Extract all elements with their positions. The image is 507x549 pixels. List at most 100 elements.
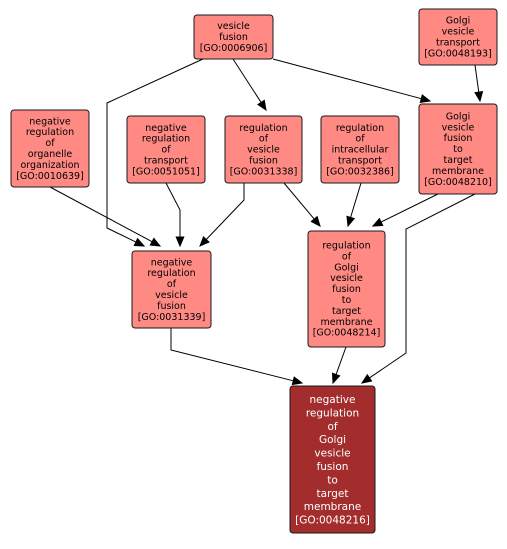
term-box[interactable] xyxy=(10,109,90,188)
term-name-line: Golgi xyxy=(319,434,346,446)
term-box[interactable] xyxy=(320,115,400,184)
edge-line xyxy=(369,193,476,379)
arrowhead-icon xyxy=(474,90,484,103)
node-go-0010639[interactable]: negativeregulationoforganelleorganizatio… xyxy=(10,109,90,188)
arrowhead-icon xyxy=(331,372,341,385)
edges-layer xyxy=(49,58,484,386)
term-name-line: fusion xyxy=(317,461,349,473)
edge-go-0048214-to-go-0048216 xyxy=(331,346,347,385)
term-box[interactable] xyxy=(193,14,274,60)
term-name-line: Golgi xyxy=(446,16,470,27)
arrowhead-icon xyxy=(199,235,210,247)
nodes-layer: vesiclefusion[GO:0006906]Golgivesicletra… xyxy=(10,8,498,534)
node-go-0048214[interactable]: regulationofGolgivesiclefusiontotargetme… xyxy=(307,230,386,348)
term-box[interactable] xyxy=(126,115,206,184)
term-name-line: target xyxy=(317,488,349,500)
arrowhead-icon xyxy=(133,237,146,247)
arrowhead-icon xyxy=(257,99,267,112)
term-id-label: [GO:0048210] xyxy=(424,177,492,188)
term-name-line: transport xyxy=(338,155,382,166)
term-name-line: transport xyxy=(144,155,188,166)
edge-go-0048210-to-go-0048216 xyxy=(360,193,476,384)
term-name-line: vesicle xyxy=(155,290,188,301)
term-id-label: [GO:0032386] xyxy=(326,166,394,177)
edge-go-0006906-to-go-0031338 xyxy=(232,58,267,112)
node-go-0048216[interactable]: negativeregulationofGolgivesiclefusionto… xyxy=(289,385,376,534)
edge-line xyxy=(205,183,245,240)
term-name-line: vesicle xyxy=(442,122,475,133)
term-box[interactable] xyxy=(307,230,386,348)
term-name-line: Golgi xyxy=(334,262,358,273)
term-name-line: negative xyxy=(145,123,187,134)
edge-line xyxy=(106,58,204,243)
arrowhead-icon xyxy=(291,376,304,386)
edge-line xyxy=(272,58,422,100)
edge-line xyxy=(335,346,347,375)
edge-go-0031338-to-go-0048214 xyxy=(283,182,321,227)
term-name-line: of xyxy=(259,134,269,145)
term-box[interactable] xyxy=(418,103,498,195)
term-name-line: regulation xyxy=(336,123,384,134)
term-name-line: of xyxy=(167,279,177,290)
node-go-0051051[interactable]: negativeregulationoftransport[GO:0051051… xyxy=(126,115,206,184)
term-name-line: regulation xyxy=(239,123,287,134)
edge-go-0048210-to-go-0048214 xyxy=(371,193,439,227)
arrowhead-icon xyxy=(360,373,373,384)
term-name-line: vesicle xyxy=(314,448,350,460)
term-box[interactable] xyxy=(418,8,498,66)
term-name-line: of xyxy=(161,145,171,156)
node-go-0048210[interactable]: Golgivesiclefusiontotargetmembrane[GO:00… xyxy=(418,103,498,195)
term-name-line: vesicle xyxy=(247,145,280,156)
edge-go-0031338-to-go-0031339 xyxy=(199,183,245,247)
term-name-line: transport xyxy=(436,38,480,49)
term-name-line: negative xyxy=(310,394,356,406)
term-box[interactable] xyxy=(131,250,212,329)
term-name-line: regulation xyxy=(306,407,359,419)
term-id-label: [GO:0010639] xyxy=(16,171,84,182)
term-name-line: negative xyxy=(29,116,71,127)
term-name-line: regulation xyxy=(142,134,190,145)
edge-go-0031339-to-go-0048216 xyxy=(170,328,304,386)
edge-line xyxy=(170,328,294,382)
edge-go-0032386-to-go-0048214 xyxy=(346,182,362,228)
arrowhead-icon xyxy=(419,94,432,103)
node-go-0031339[interactable]: negativeregulationofvesiclefusion[GO:003… xyxy=(131,250,212,329)
term-box[interactable] xyxy=(224,115,303,184)
edge-line xyxy=(474,64,480,93)
node-go-0032386[interactable]: regulationofintracellulartransport[GO:00… xyxy=(320,115,400,184)
term-name-line: target xyxy=(444,155,473,166)
edge-go-0010639-to-go-0031339 xyxy=(49,186,162,247)
term-name-line: regulation xyxy=(26,127,74,138)
term-name-line: target xyxy=(332,306,361,317)
arrowhead-icon xyxy=(371,217,384,227)
term-name-line: membrane xyxy=(304,501,361,513)
term-id-label: [GO:0048216] xyxy=(295,515,370,527)
term-name-line: membrane xyxy=(432,166,484,177)
edge-line xyxy=(49,186,153,243)
term-name-line: vesicle xyxy=(330,273,363,284)
edge-go-0006906-to-go-0031339 xyxy=(106,58,204,247)
term-name-line: organelle xyxy=(28,149,73,160)
term-name-line: vesicle xyxy=(442,27,475,38)
term-id-label: [GO:0031338] xyxy=(230,166,298,177)
edge-line xyxy=(232,58,262,103)
edge-go-0051051-to-go-0031339 xyxy=(165,182,185,248)
arrowhead-icon xyxy=(175,236,185,248)
term-name-line: to xyxy=(453,144,463,155)
term-name-line: organization xyxy=(20,160,79,171)
term-id-label: [GO:0048214] xyxy=(313,328,381,339)
edge-go-0006906-to-go-0048210 xyxy=(272,58,432,103)
edge-line xyxy=(283,182,315,220)
term-id-label: [GO:0048193] xyxy=(424,48,492,59)
term-id-label: [GO:0006906] xyxy=(200,43,268,54)
term-name-line: of xyxy=(45,138,55,149)
focus-term-box[interactable] xyxy=(289,385,376,534)
term-name-line: fusion xyxy=(249,155,278,166)
term-id-label: [GO:0031339] xyxy=(138,312,206,323)
term-name-line: to xyxy=(342,295,352,306)
term-name-line: fusion xyxy=(219,32,248,43)
